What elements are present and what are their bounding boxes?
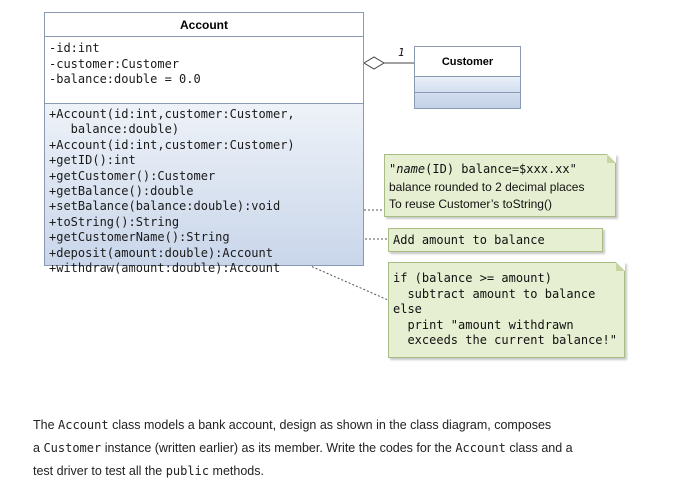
account-class: Account -id:int -customer:Customer -bala… bbox=[44, 12, 364, 275]
note-tostring: "name(ID) balance=$xxx.xx" balance round… bbox=[384, 154, 616, 217]
account-class-title: Account bbox=[45, 13, 363, 37]
method-getid: +getID():int bbox=[49, 153, 136, 168]
note-withdraw-line3: else bbox=[393, 302, 422, 316]
note-withdraw: if (balance >= amount) subtract amount t… bbox=[388, 262, 625, 358]
multiplicity-label: 1 bbox=[398, 46, 405, 59]
attribute-balance: -balance:double = 0.0 bbox=[49, 72, 201, 86]
method-getbalance: +getBalance():double bbox=[49, 184, 194, 198]
note-fold-corner bbox=[616, 262, 625, 271]
attribute-id: -id:int bbox=[49, 41, 100, 55]
method-getcustomer: +getCustomer():Customer bbox=[49, 168, 216, 183]
note-withdraw-line2: subtract amount to balance bbox=[393, 286, 596, 301]
note-tostring-line3: To reuse Customer’s toString() bbox=[389, 197, 552, 211]
paragraph-line-3: test driver to test all the public metho… bbox=[33, 464, 264, 478]
attribute-customer: -customer:Customer bbox=[49, 56, 180, 71]
account-methods-section: +Account(id:int,customer:Customer, balan… bbox=[45, 104, 363, 275]
method-constructor-full-cont: balance:double) bbox=[49, 122, 180, 137]
aggregation-diamond bbox=[363, 56, 385, 70]
customer-class: Customer bbox=[414, 46, 521, 109]
description-paragraph: The Account class models a bank account,… bbox=[33, 414, 663, 483]
method-constructor-short: +Account(id:int,customer:Customer) bbox=[49, 137, 295, 152]
method-deposit: +deposit(amount:double):Account bbox=[49, 245, 273, 260]
customer-class-title: Customer bbox=[415, 47, 520, 77]
method-tostring: +toString():String bbox=[49, 214, 180, 229]
method-constructor-full: +Account(id:int,customer:Customer, bbox=[49, 107, 295, 121]
note-withdraw-line5: exceeds the current balance!" bbox=[393, 333, 617, 347]
note-deposit-line1: Add amount to balance bbox=[393, 233, 545, 247]
customer-attributes-section bbox=[415, 77, 520, 93]
method-setbalance: +setBalance(balance:double):void bbox=[49, 199, 281, 214]
note-fold-corner bbox=[607, 154, 616, 163]
note-deposit: Add amount to balance bbox=[388, 228, 603, 252]
method-withdraw: +withdraw(amount:double):Account bbox=[49, 261, 281, 275]
paragraph-line-1: The Account class models a bank account,… bbox=[33, 418, 552, 432]
account-attributes-section: -id:int -customer:Customer -balance:doub… bbox=[45, 37, 363, 104]
paragraph-line-2: a Customer instance (written earlier) as… bbox=[33, 441, 573, 455]
customer-methods-section bbox=[415, 93, 520, 108]
method-getcustomername: +getCustomerName():String bbox=[49, 230, 230, 245]
note-tostring-line1: "name(ID) balance=$xxx.xx" bbox=[389, 162, 577, 176]
note-withdraw-line4: print "amount withdrawn bbox=[393, 317, 574, 332]
note-tostring-line2: balance rounded to 2 decimal places bbox=[389, 180, 585, 194]
note-withdraw-line1: if (balance >= amount) bbox=[393, 271, 552, 285]
